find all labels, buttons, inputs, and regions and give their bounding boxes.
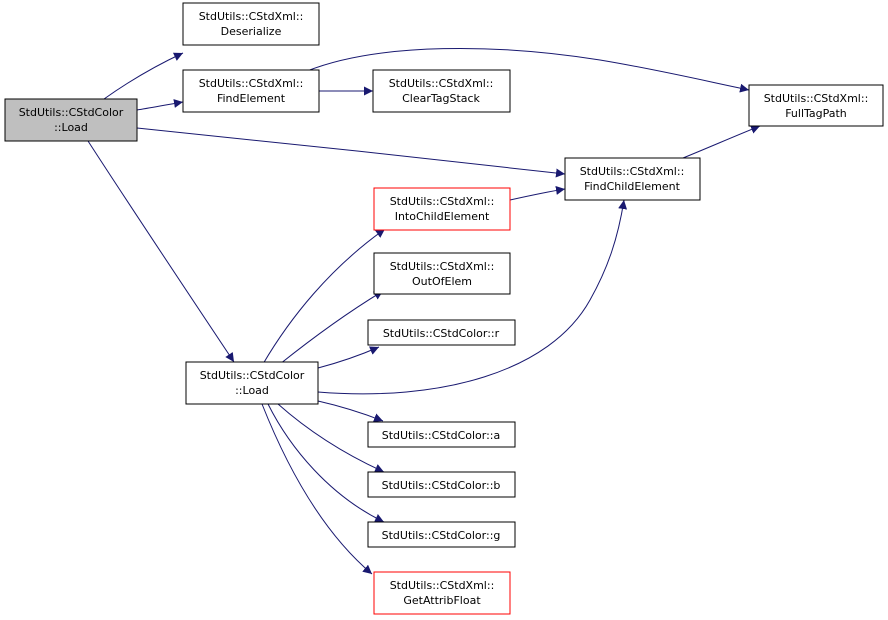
node-color-g-line-1: StdUtils::CStdColor::g [382,529,501,542]
edge-load2-to-color-a [317,400,384,422]
node-deserialize-line-1: StdUtils::CStdXml:: [199,10,304,23]
node-color-g[interactable]: StdUtils::CStdColor::g [367,521,516,548]
node-color-b[interactable]: StdUtils::CStdColor::b [367,471,516,498]
node-into-child-element[interactable]: StdUtils::CStdXml:: IntoChildElement [373,187,511,231]
node-load2-line-1: StdUtils::CStdColor [200,369,305,382]
nodes-layer: StdUtils::CStdColor ::Load StdUtils::CSt… [4,2,884,615]
node-out-of-elem[interactable]: StdUtils::CStdXml:: OutOfElem [373,252,511,295]
edge-load2-to-color-b [277,403,385,473]
edge-load2-to-find-child-element [317,199,628,395]
edge-load2-to-color-g [267,403,385,523]
node-find-child-element-line-1: StdUtils::CStdXml:: [580,165,685,178]
edge-load2-to-out-of-elem [279,290,384,365]
node-full-tag-path-line-1: StdUtils::CStdXml:: [764,92,869,105]
node-into-child-element-line-2: IntoChildElement [395,210,490,223]
node-load2[interactable]: StdUtils::CStdColor ::Load [185,361,319,405]
edge-load2-to-color-r [317,346,380,369]
node-clear-tag-stack-line-2: ClearTagStack [402,92,480,105]
node-root-load-line-2: ::Load [54,121,88,134]
node-get-attrib-float-line-2: GetAttribFloat [403,594,481,607]
node-find-child-element[interactable]: StdUtils::CStdXml:: FindChildElement [564,157,701,201]
node-get-attrib-float-line-1: StdUtils::CStdXml:: [390,579,495,592]
edge-load2-to-get-attrib-float [261,403,373,575]
node-find-element[interactable]: StdUtils::CStdXml:: FindElement [182,69,320,113]
node-color-a[interactable]: StdUtils::CStdColor::a [367,421,516,448]
node-load2-line-2: ::Load [235,384,269,397]
node-find-element-line-2: FindElement [217,92,286,105]
edge-root-load-to-load2 [87,140,235,363]
edge-into-child-element-to-find-child-element [509,185,566,201]
node-root-load-line-1: StdUtils::CStdColor [19,106,124,119]
node-full-tag-path[interactable]: StdUtils::CStdXml:: FullTagPath [748,84,884,127]
edges-layer [87,47,761,575]
edge-find-child-element-to-full-tag-path [682,125,761,159]
node-get-attrib-float[interactable]: StdUtils::CStdXml:: GetAttribFloat [373,571,511,615]
edge-load2-to-into-child-element [262,228,386,365]
node-clear-tag-stack-line-1: StdUtils::CStdXml:: [389,77,494,90]
edge-find-element-to-full-tag-path [306,47,750,93]
edge-root-load-to-deserialize [103,52,184,100]
node-find-child-element-line-2: FindChildElement [584,180,681,193]
node-color-r[interactable]: StdUtils::CStdColor::r [367,319,516,346]
node-find-element-line-1: StdUtils::CStdXml:: [199,77,304,90]
node-root-load[interactable]: StdUtils::CStdColor ::Load [4,98,138,142]
node-clear-tag-stack[interactable]: StdUtils::CStdXml:: ClearTagStack [372,69,511,113]
node-out-of-elem-line-2: OutOfElem [412,275,472,288]
edge-root-load-to-find-element [136,99,184,111]
node-into-child-element-line-1: StdUtils::CStdXml:: [390,195,495,208]
node-deserialize[interactable]: StdUtils::CStdXml:: Deserialize [182,2,320,46]
node-color-r-line-1: StdUtils::CStdColor::r [383,327,500,340]
node-full-tag-path-line-2: FullTagPath [785,107,847,120]
node-deserialize-line-2: Deserialize [221,25,282,38]
edge-root-load-to-find-child-element [136,127,566,178]
node-color-a-line-1: StdUtils::CStdColor::a [382,429,501,442]
node-out-of-elem-line-1: StdUtils::CStdXml:: [390,260,495,273]
node-color-b-line-1: StdUtils::CStdColor::b [382,479,501,492]
